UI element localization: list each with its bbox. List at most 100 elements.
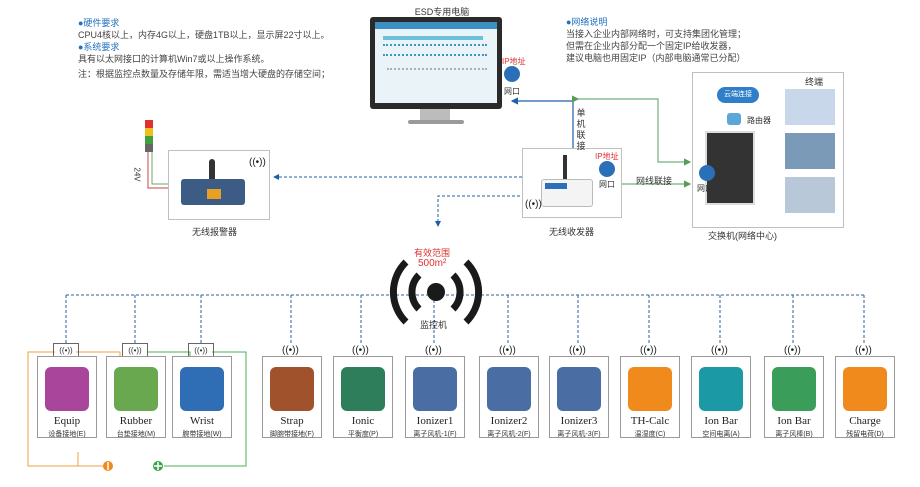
device-card-ionizer3: Ionizer3 离子风机-3(F): [549, 356, 609, 438]
terminal-photo-2: [785, 133, 835, 169]
device-card-rubber: Rubber 台垫接地(M): [106, 356, 166, 438]
device-desc: 台垫接地(M): [116, 431, 156, 438]
signal-icon-ionbar-b: ((•)): [784, 345, 801, 356]
signal-icon-ionbar-a: ((•)): [711, 345, 728, 356]
device-card-ionizer1: Ionizer1 离子风机-1(F): [405, 356, 465, 438]
wireless-signal-icon: ((•)): [525, 199, 542, 210]
device-desc: 空间电离(A): [702, 431, 740, 438]
signal-icon-strap: ((•)): [282, 345, 299, 356]
wireless-transceiver: ((•)) IP地址 网口: [522, 148, 622, 218]
device-name: TH-Calc: [630, 415, 670, 427]
transceiver-ip-tag: IP地址: [595, 152, 619, 161]
device-name: Wrist: [190, 415, 214, 427]
device-name: Ionic: [351, 415, 375, 427]
monitor-label: 监控机: [420, 320, 448, 330]
charge-icon: [843, 367, 887, 411]
alarm-label: 无线报警器: [192, 227, 238, 237]
computer-port-icon: [504, 66, 520, 82]
terminal-photo-1: [785, 89, 835, 125]
device-desc: 温湿度(C): [634, 431, 666, 438]
fan-icon: [487, 367, 531, 411]
hardware-notes: ●硬件要求 CPU4核以上，内存4G以上，硬盘1TB以上，显示屏22寸以上。 ●…: [78, 17, 330, 80]
wrist-icon: [180, 367, 224, 411]
network-notes: ●网络说明 当接入企业内部网络时，可支持集团化管理； 但需在企业内部分配一个固定…: [566, 16, 746, 64]
alarm-voltage: 24V: [132, 167, 142, 182]
router-label: 路由器: [747, 116, 771, 125]
device-card-charge: Charge 残留电荷(D): [835, 356, 895, 438]
device-card-thcalc: TH-Calc 温湿度(C): [620, 356, 680, 438]
computer-port-label: 网口: [504, 87, 520, 96]
device-desc: 离子风棒(B): [775, 431, 813, 438]
system-title: ●系统要求: [78, 42, 120, 52]
wireless-alarm: ((•)): [168, 150, 270, 220]
device-name: Rubber: [119, 415, 153, 427]
signal-icon-ionizer2: ((•)): [499, 345, 516, 356]
device-name: Charge: [849, 415, 881, 427]
device-desc: 平衡度(P): [347, 431, 379, 438]
signal-tower-light: [145, 120, 153, 152]
transceiver-label: 无线收发器: [549, 227, 595, 237]
device-desc: 残留电荷(D): [846, 431, 884, 438]
thermometer-icon: [628, 367, 672, 411]
signal-icon-ionizer1: ((•)): [425, 345, 442, 356]
range-value: 500m²: [418, 258, 447, 269]
computer-ip-tag: IP地址: [502, 57, 526, 66]
ionbar-blade-icon: [772, 367, 816, 411]
device-name: Ionizer3: [560, 415, 598, 427]
device-name: Ion Bar: [777, 415, 811, 427]
single-link-label: 单机联接: [576, 108, 586, 151]
terminal-photo-3: [785, 177, 835, 213]
computer-monitor: [370, 17, 502, 109]
network-line-2: 但需在企业内部分配一个固定IP给收发器，: [566, 41, 737, 51]
device-card-ionic: Ionic 平衡度(P): [333, 356, 393, 438]
device-card-ionbar-a: Ion Bar 空间电离(A): [691, 356, 751, 438]
signal-icon-charge: ((•)): [855, 345, 872, 356]
hardware-title: ●硬件要求: [78, 18, 120, 28]
storage-remark: 注：根据监控点数量及存储年限，需适当增大硬盘的存储空间；: [78, 69, 331, 79]
alarm-connector: [207, 189, 221, 199]
device-desc: 腕带接地(W): [182, 431, 222, 438]
hardware-text: CPU4核以上，内存4G以上，硬盘1TB以上，显示屏22寸以上。: [78, 30, 330, 40]
signal-icon-ionic: ((•)): [352, 345, 369, 356]
device-name: Ionizer2: [490, 415, 528, 427]
range-label: 有效范围: [414, 248, 451, 258]
network-center-label: 交换机(网络中心): [708, 231, 777, 241]
device-desc: 设备接地(E): [48, 431, 86, 438]
system-text: 具有以太网接口的计算机Win7或以上操作系统。: [78, 54, 270, 64]
transceiver-port-icon: [599, 161, 615, 177]
monitor-stand: [420, 109, 450, 120]
alarm-antenna: [209, 159, 215, 185]
network-port-icon: [699, 165, 715, 181]
transceiver-antenna: [563, 155, 567, 181]
device-card-ionizer2: Ionizer2 离子风机-2(F): [479, 356, 539, 438]
network-line-1: 当接入企业内部网络时，可支持集团化管理；: [566, 29, 747, 39]
fan-icon: [557, 367, 601, 411]
monitor-broadcast-icon: [389, 259, 483, 325]
strap-icon: [270, 367, 314, 411]
wireless-signal-icon: ((•)): [249, 157, 266, 168]
equip-icon: [45, 367, 89, 411]
network-line-3: 建议电脑也用固定IP（内部电脑通常已分配）: [566, 53, 746, 63]
transceiver-display: [545, 183, 567, 189]
mat-icon: [114, 367, 158, 411]
network-title: ●网络说明: [566, 17, 608, 27]
network-center: 终端 云端连接 路由器 网口: [692, 72, 844, 228]
device-desc: 离子风机-1(F): [413, 431, 457, 438]
device-card-strap: Strap 脚腕带接地(F): [262, 356, 322, 438]
device-desc: 离子风机-3(F): [557, 431, 601, 438]
signal-icon-thcalc: ((•)): [640, 345, 657, 356]
signal-icon-ionizer3: ((•)): [569, 345, 586, 356]
device-name: Equip: [53, 415, 81, 427]
monitor-screen: [375, 22, 497, 103]
ionic-icon: [341, 367, 385, 411]
device-name: Ionizer1: [416, 415, 454, 427]
transceiver-port-label: 网口: [599, 180, 615, 189]
cloud-icon: 云端连接: [717, 87, 759, 103]
router-icon: [727, 113, 741, 125]
fan-icon: [413, 367, 457, 411]
device-desc: 离子风机-2(F): [487, 431, 531, 438]
switch-port-label: 网口: [697, 184, 713, 193]
terminal-label: 终端: [805, 77, 824, 87]
device-desc: 脚腕带接地(F): [270, 431, 314, 438]
device-card-equip: Equip 设备接地(E): [37, 356, 97, 438]
